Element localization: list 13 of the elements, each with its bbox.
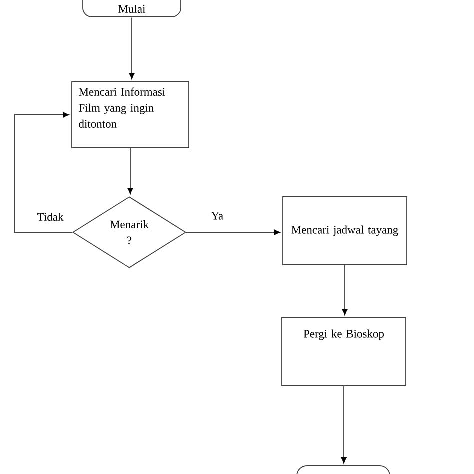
arrow bbox=[128, 148, 134, 194]
process-box: Mencari Informasi Film yang ingin ditonton bbox=[72, 82, 190, 148]
terminal-box bbox=[296, 466, 390, 474]
arrow bbox=[186, 230, 280, 236]
terminal-box: Mulai bbox=[82, 0, 182, 18]
arrow bbox=[341, 386, 347, 464]
process-box: Mencari jadwal tayang bbox=[282, 196, 408, 266]
arrow bbox=[342, 265, 348, 316]
process-box: Pergi ke Bioskop bbox=[282, 318, 406, 386]
arrow bbox=[14, 112, 73, 233]
arrow bbox=[129, 17, 135, 80]
edge-label: Ya bbox=[210, 211, 225, 221]
edge-label: Tidak bbox=[36, 212, 65, 222]
